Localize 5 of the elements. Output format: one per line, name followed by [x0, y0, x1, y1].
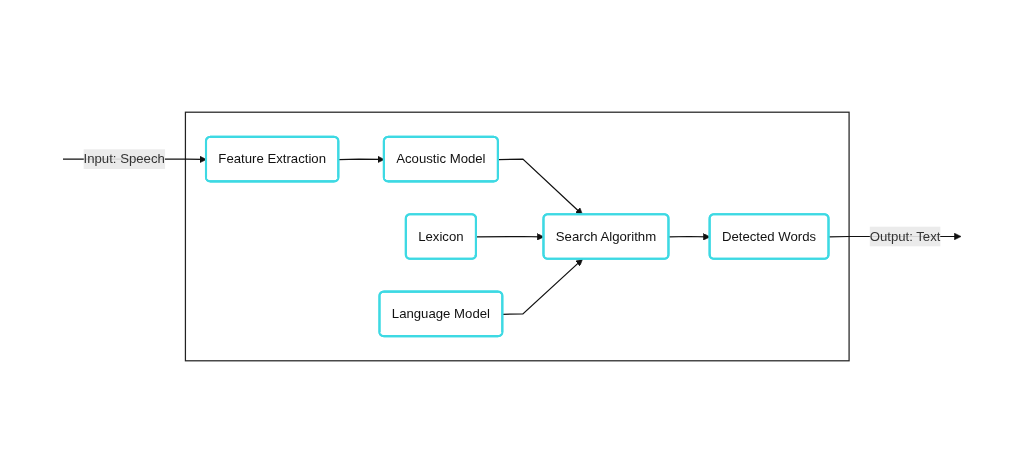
- arrow: [502, 258, 583, 315]
- edge-label: Input: Speech: [83, 151, 165, 166]
- cluster: [184, 111, 850, 362]
- edge-label: Output: Text: [869, 229, 941, 244]
- arrow: [497, 158, 583, 215]
